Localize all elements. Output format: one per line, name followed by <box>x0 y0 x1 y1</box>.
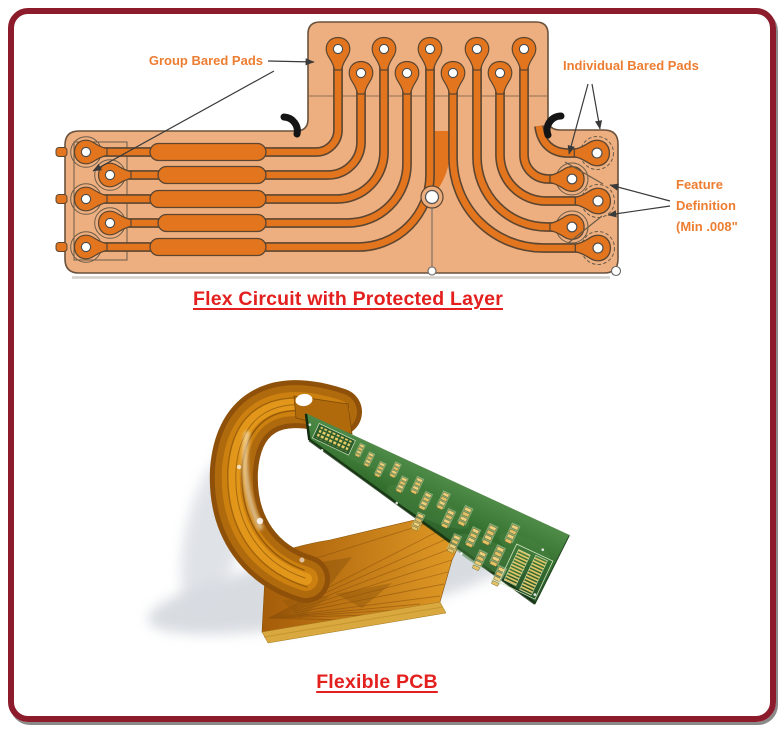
feature-slit-lower <box>566 215 603 245</box>
wide-pill-traces <box>149 142 267 257</box>
label-individual-bared-pads: Individual Bared Pads <box>563 58 699 73</box>
feature-slit-upper <box>564 161 604 185</box>
svg-text:(Min .008": (Min .008" <box>676 219 738 234</box>
strain-relief-arc-left <box>280 113 301 138</box>
label-feature-definition: Feature Definition (Min .008" <box>676 177 738 234</box>
center-hole <box>424 189 440 205</box>
green-pcb-strip <box>304 413 570 605</box>
svg-text:Definition: Definition <box>676 198 736 213</box>
label-group-bared-pads: Group Bared Pads <box>149 53 263 68</box>
bottom-tooling-hole <box>427 266 437 276</box>
page-border-frame <box>8 8 776 722</box>
callout-arrows <box>92 58 671 218</box>
figure2-caption: Flexible PCB <box>316 671 438 693</box>
corner-tooling-hole <box>610 265 622 277</box>
flex-circuit-diagram: Group Bared Pads Individual Bared Pads F… <box>55 21 738 279</box>
flexible-pcb-photo <box>147 380 570 644</box>
strain-relief-arc-right <box>543 112 565 139</box>
kapton-arch <box>209 380 362 603</box>
fold-notch <box>295 393 313 407</box>
gold-contact-edge <box>261 601 447 644</box>
kapton-glints <box>236 464 305 563</box>
figure1-caption: Flex Circuit with Protected Layer <box>192 288 503 310</box>
board-edge-nubs <box>55 147 68 252</box>
pcb-connector-footprints <box>498 543 554 600</box>
group-bared-pads-left <box>70 136 132 263</box>
pcb-bga-array <box>311 423 356 456</box>
svg-text:Feature: Feature <box>676 177 723 192</box>
